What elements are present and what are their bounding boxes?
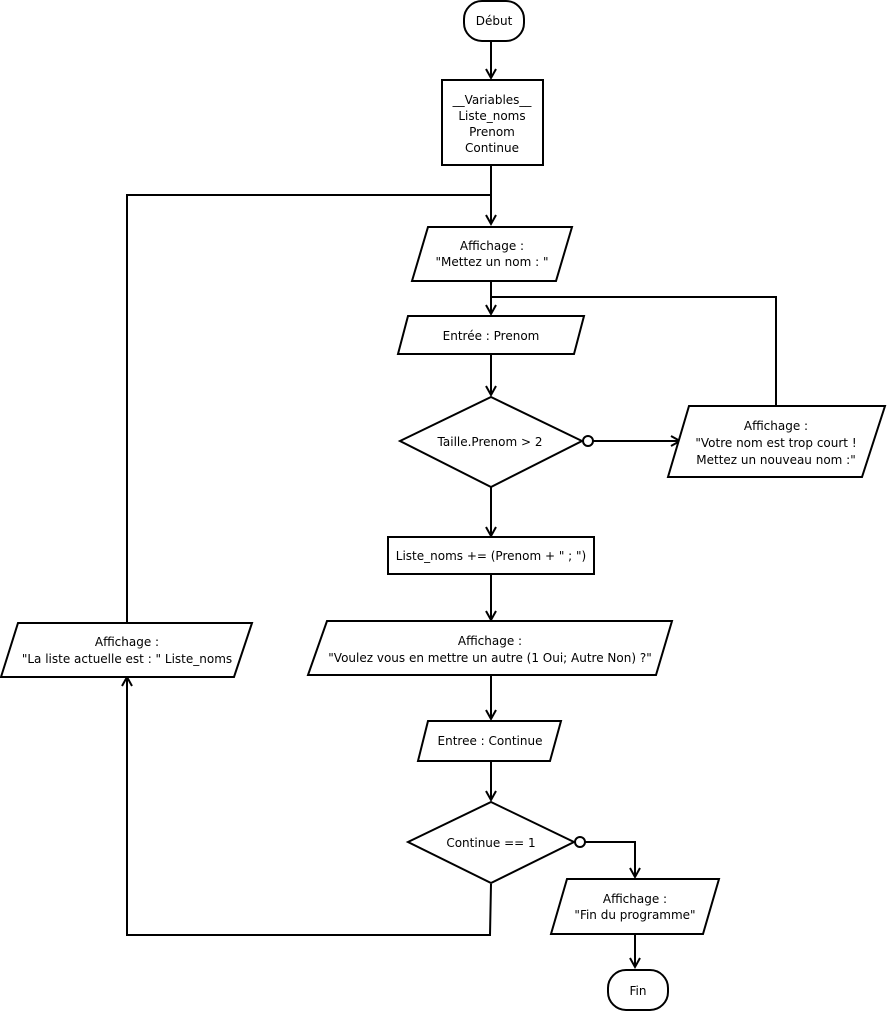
node-variables-line: Liste_noms bbox=[458, 109, 525, 123]
node-variables-line: Prenom bbox=[469, 125, 515, 139]
node-affichage-fin: Affichage : "Fin du programme" bbox=[549, 878, 721, 935]
node-entree-prenom-line: Entrée : Prenom bbox=[443, 329, 540, 343]
node-liste-ajout-line: Liste_noms += (Prenom + " ; ") bbox=[396, 549, 586, 563]
node-affichage-court: Affichage : "Votre nom est trop court ! … bbox=[666, 405, 887, 478]
terminal-shape bbox=[463, 0, 525, 42]
node-entree-prenom: Entrée : Prenom bbox=[396, 315, 586, 355]
node-entree-continue: Entree : Continue bbox=[416, 720, 563, 762]
decision-shape bbox=[405, 800, 577, 885]
connectors bbox=[121, 41, 777, 970]
decision-shape bbox=[397, 395, 585, 489]
node-debut-line: Début bbox=[476, 14, 513, 28]
edge-continue-liste bbox=[126, 677, 492, 936]
io-shape bbox=[0, 622, 254, 678]
node-affichage-voulez-line: Affichage : bbox=[458, 634, 522, 648]
io-shape bbox=[549, 878, 721, 935]
node-decision-continue: Continue == 1 bbox=[405, 800, 577, 885]
node-affichage-mettez-line: Affichage : bbox=[460, 239, 524, 253]
arrowhead bbox=[485, 68, 497, 81]
node-affichage-court-line: "Votre nom est trop court ! bbox=[695, 436, 856, 450]
arrowhead bbox=[485, 385, 497, 398]
node-liste-ajout: Liste_noms += (Prenom + " ; ") bbox=[387, 536, 595, 575]
node-entree-continue-line: Entree : Continue bbox=[438, 734, 543, 748]
node-affichage-fin-line: "Fin du programme" bbox=[574, 908, 695, 922]
arrowhead bbox=[629, 957, 641, 970]
edge-continue-fin-affichage bbox=[585, 841, 636, 877]
node-debut: Début bbox=[463, 0, 525, 42]
node-decision-taille: Taille.Prenom > 2 bbox=[397, 395, 585, 489]
edge-loop-back-court bbox=[491, 296, 777, 406]
node-affichage-voulez: Affichage : "Voulez vous en mettre un au… bbox=[306, 620, 674, 676]
io-shape bbox=[396, 315, 586, 355]
no-branch-dot bbox=[582, 435, 594, 447]
arrowhead bbox=[485, 214, 497, 227]
io-shape bbox=[410, 226, 574, 282]
node-affichage-mettez-line: "Mettez un nom : " bbox=[435, 255, 548, 269]
io-shape bbox=[416, 720, 563, 762]
node-fin: Fin bbox=[607, 969, 669, 1011]
process-shape bbox=[387, 536, 595, 575]
node-decision-continue-line: Continue == 1 bbox=[446, 836, 535, 850]
io-shape bbox=[306, 620, 674, 676]
node-affichage-court-line: Mettez un nouveau nom :" bbox=[696, 453, 856, 467]
process-shape bbox=[441, 79, 544, 166]
node-decision-taille-line: Taille.Prenom > 2 bbox=[437, 435, 543, 449]
no-branch-dot bbox=[574, 836, 586, 848]
arrowhead bbox=[485, 304, 497, 317]
arrowhead bbox=[485, 790, 497, 803]
io-shape bbox=[666, 405, 887, 478]
edge-loop-back-liste bbox=[126, 194, 491, 622]
node-affichage-liste-line: Affichage : bbox=[95, 635, 159, 649]
node-variables: __Variables__ Liste_noms Prenom Continue bbox=[441, 79, 544, 166]
node-variables-line: Continue bbox=[465, 141, 519, 155]
node-fin-line: Fin bbox=[630, 984, 647, 998]
arrowhead bbox=[629, 867, 641, 880]
node-affichage-liste-line: "La liste actuelle est : " Liste_noms bbox=[22, 652, 232, 666]
node-variables-line: __Variables__ bbox=[452, 93, 533, 107]
terminal-shape bbox=[607, 969, 669, 1011]
node-affichage-voulez-line: "Voulez vous en mettre un autre (1 Oui; … bbox=[328, 651, 651, 665]
arrowhead bbox=[485, 709, 497, 722]
node-affichage-mettez: Affichage : "Mettez un nom : " bbox=[410, 226, 574, 282]
node-affichage-fin-line: Affichage : bbox=[603, 892, 667, 906]
node-affichage-liste: Affichage : "La liste actuelle est : " L… bbox=[0, 622, 254, 678]
node-affichage-court-line: Affichage : bbox=[744, 419, 808, 433]
